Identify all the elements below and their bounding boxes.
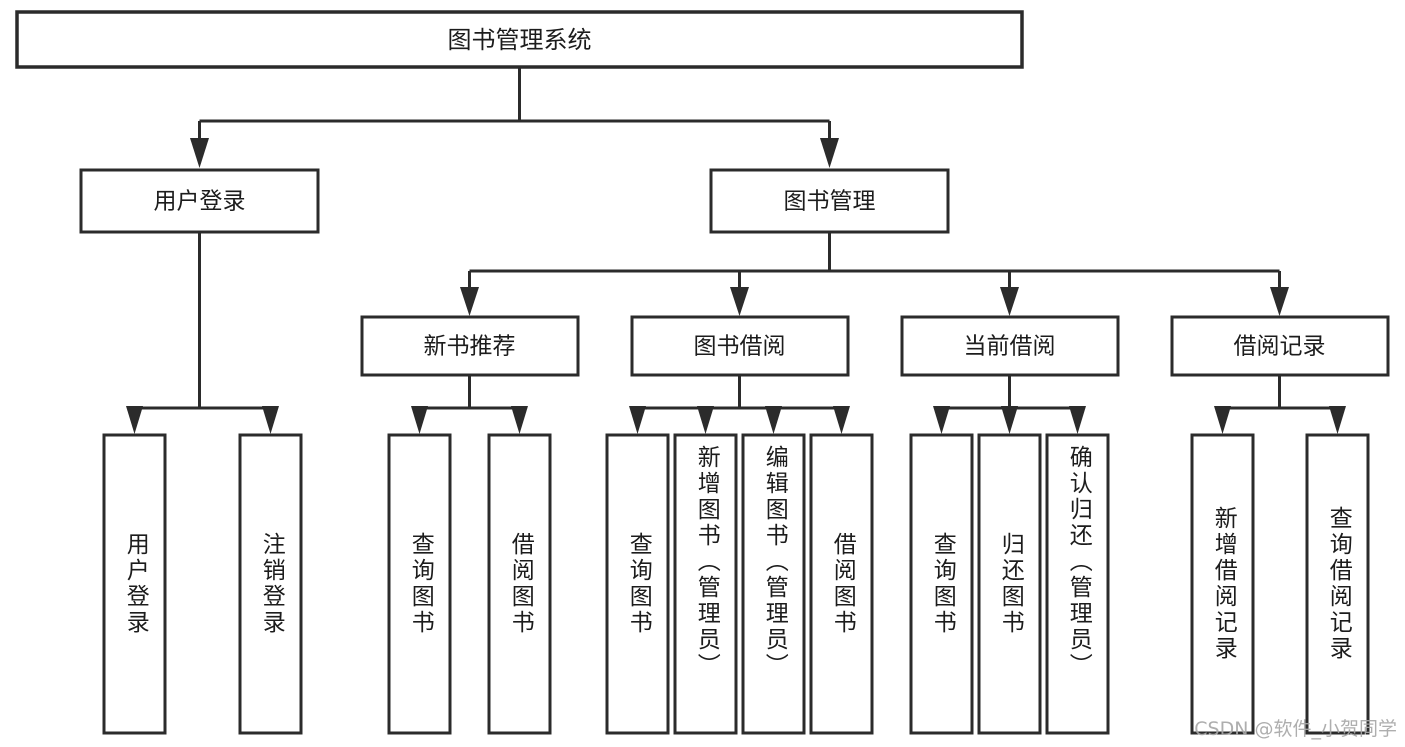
arrow-leaf-logout-login bbox=[262, 406, 279, 434]
arrow-to-current-borrow bbox=[1000, 287, 1019, 316]
csdn-watermark: CSDN @软件_小贺同学 bbox=[1194, 718, 1397, 740]
arrow-leaf-query-record bbox=[1329, 406, 1346, 434]
arrow-to-new-book-recommend bbox=[460, 287, 479, 316]
node-leaf-add-record-box[interactable] bbox=[1190, 433, 1255, 735]
node-borrow-record-label: 借阅记录 bbox=[1234, 334, 1326, 360]
node-leaf-confirm-return-box[interactable] bbox=[1045, 433, 1110, 735]
arrow-leaf-return-book bbox=[1001, 406, 1018, 434]
node-new-book-recommend-box[interactable] bbox=[360, 315, 580, 377]
node-leaf-borrow-book-1-box[interactable] bbox=[487, 433, 552, 735]
node-root-label: 图书管理系统 bbox=[448, 26, 592, 54]
arrow-to-book-borrow bbox=[730, 287, 749, 316]
edge-layer bbox=[126, 67, 1346, 434]
arrow-to-borrow-record bbox=[1270, 287, 1289, 316]
arrow-leaf-borrow-book-2 bbox=[833, 406, 850, 434]
node-root-box[interactable] bbox=[15, 10, 1024, 69]
arrow-leaf-query-book-3 bbox=[933, 406, 950, 434]
node-leaf-query-record-box[interactable] bbox=[1305, 433, 1370, 735]
node-layer: 图书管理系统 用户登录 图书管理 新书推荐 图书借阅 当前借阅 借阅记录 bbox=[15, 10, 1390, 735]
node-book-management-label: 图书管理 bbox=[784, 189, 876, 215]
node-leaf-user-login-box[interactable] bbox=[102, 433, 167, 735]
arrow-leaf-query-book-2 bbox=[629, 406, 646, 434]
node-user-login-label: 用户登录 bbox=[154, 189, 246, 215]
arrow-leaf-add-record bbox=[1214, 406, 1231, 434]
node-leaf-add-book-box[interactable] bbox=[673, 433, 738, 735]
arrow-leaf-add-book bbox=[697, 406, 714, 434]
node-current-borrow-box[interactable] bbox=[900, 315, 1120, 377]
arrow-leaf-borrow-book-1 bbox=[511, 406, 528, 434]
node-leaf-borrow-book-2-box[interactable] bbox=[809, 433, 874, 735]
node-book-borrow-box[interactable] bbox=[630, 315, 850, 377]
arrow-leaf-query-book-1 bbox=[411, 406, 428, 434]
node-book-borrow-label: 图书借阅 bbox=[694, 334, 786, 360]
node-leaf-query-book-2-box[interactable] bbox=[605, 433, 670, 735]
node-current-borrow-label: 当前借阅 bbox=[964, 334, 1056, 360]
node-leaf-return-book-box[interactable] bbox=[977, 433, 1042, 735]
node-leaf-query-book-3-box[interactable] bbox=[909, 433, 974, 735]
node-borrow-record-box[interactable] bbox=[1170, 315, 1390, 377]
arrow-leaf-edit-book bbox=[765, 406, 782, 434]
node-leaf-edit-book-box[interactable] bbox=[741, 433, 806, 735]
arrow-leaf-user-login bbox=[126, 406, 143, 434]
arrow-to-book-management bbox=[820, 138, 839, 168]
arrow-to-user-login bbox=[190, 138, 209, 168]
node-leaf-query-book-1-box[interactable] bbox=[387, 433, 452, 735]
node-leaf-logout-login-box[interactable] bbox=[238, 433, 303, 735]
node-user-login-box[interactable] bbox=[79, 168, 320, 234]
arrow-leaf-confirm-return bbox=[1069, 406, 1086, 434]
node-new-book-recommend-label: 新书推荐 bbox=[424, 334, 516, 360]
node-book-management-box[interactable] bbox=[709, 168, 950, 234]
